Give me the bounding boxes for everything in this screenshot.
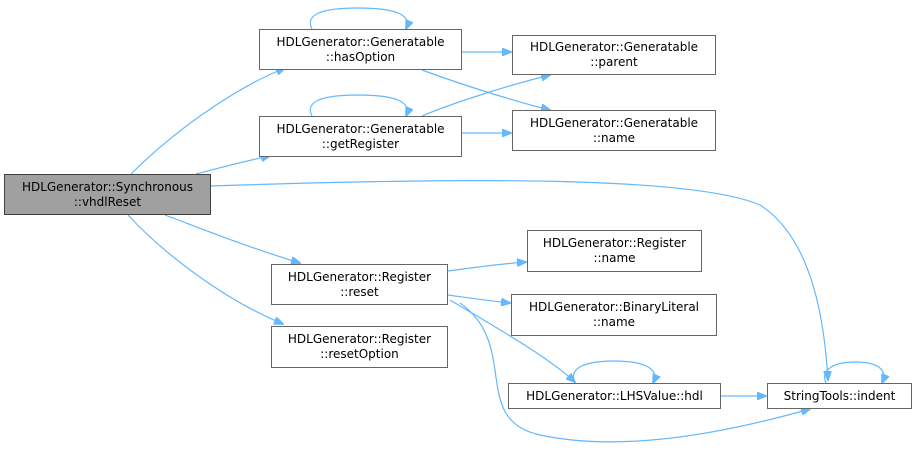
node-generatable-name[interactable]: HDLGenerator::Generatable ::name [512,110,716,151]
edge-lhsvalue-hdl-to-lhsvalue-hdl [572,360,654,383]
node-label-line2: ::name [592,130,636,145]
node-synchronous-vhdlreset: HDLGenerator::Synchronous ::vhdlReset [4,174,211,215]
node-register-resetoption[interactable]: HDLGenerator::Register ::resetOption [271,326,448,368]
node-label-line2: ::reset [340,284,379,299]
node-generatable-parent[interactable]: HDLGenerator::Generatable ::parent [512,35,716,75]
edge-register-reset-to-stringtools-indent [459,302,810,443]
edge-synchronous-vhdlreset-to-register-resetoption [127,214,283,324]
node-label-line1: HDLGenerator::LHSValue::hdl [526,388,703,403]
node-label-line1: HDLGenerator::Generatable [529,40,699,54]
edge-synchronous-vhdlreset-to-generatable-hasoption [130,68,285,175]
edge-generatable-getregister-to-generatable-getregister [309,94,407,116]
node-label-line1: HDLGenerator::Register [287,269,432,284]
node-label-line1: HDLGenerator::Synchronous [21,179,194,194]
node-label-line1: HDLGenerator::Generatable [276,34,445,49]
edge-synchronous-vhdlreset-to-generatable-getregister [195,156,270,175]
node-lhsvalue-hdl[interactable]: HDLGenerator::LHSValue::hdl [508,383,721,409]
node-label-line2: ::name [593,251,636,265]
edge-synchronous-vhdlreset-to-register-reset [164,214,300,263]
node-label-line1: HDLGenerator::BinaryLiteral [528,300,700,314]
node-label-line1: HDLGenerator::Generatable [276,121,445,136]
edge-register-reset-to-register-name [447,262,526,272]
node-binaryliteral-name[interactable]: HDLGenerator::BinaryLiteral ::name [511,294,717,336]
node-generatable-getregister[interactable]: HDLGenerator::Generatable ::getRegister [259,116,462,157]
node-register-name[interactable]: HDLGenerator::Register ::name [527,230,702,272]
node-stringtools-indent[interactable]: StringTools::indent [767,383,912,409]
edge-register-reset-to-binaryliteral-name [447,294,510,303]
node-label-line1: StringTools::indent [783,388,896,403]
edge-generatable-getregister-to-generatable-parent [421,75,550,117]
edge-register-reset-to-lhsvalue-hdl [449,299,575,382]
edge-stringtools-indent-to-stringtools-indent [824,361,884,383]
node-label-line2: ::parent [590,55,638,69]
edge-generatable-hasoption-to-generatable-hasoption [309,7,407,29]
node-label-line1: HDLGenerator::Register [542,236,687,250]
node-label-line2: ::vhdlReset [73,194,142,209]
edge-generatable-hasoption-to-generatable-name [421,69,550,110]
node-label-line2: ::name [592,315,636,329]
edge-synchronous-vhdlreset-to-stringtools-indent [210,179,828,380]
node-generatable-hasoption[interactable]: HDLGenerator::Generatable ::hasOption [259,29,462,70]
node-label-line1: HDLGenerator::Register [287,332,432,346]
node-label-line2: ::resetOption [320,347,399,361]
node-register-reset[interactable]: HDLGenerator::Register ::reset [271,264,448,305]
node-label-line2: ::hasOption [325,49,396,64]
node-label-line1: HDLGenerator::Generatable [529,115,699,130]
node-label-line2: ::getRegister [321,136,400,151]
